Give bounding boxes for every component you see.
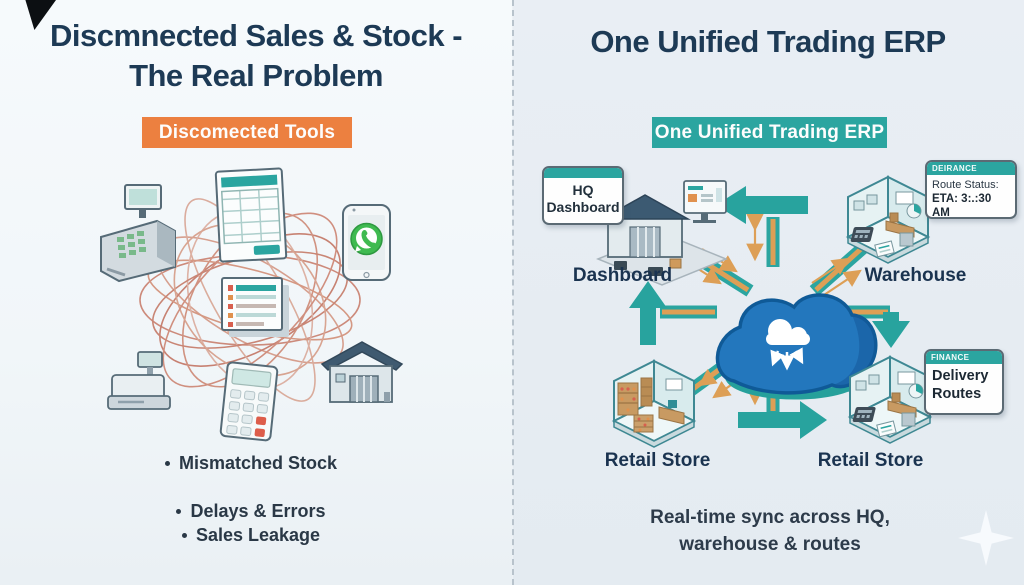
right-panel-unified <box>513 0 1024 585</box>
right-badge-label: One Unified Trading ERP <box>654 121 885 143</box>
disconnected-tools-badge: Discomected Tools <box>142 117 352 148</box>
caption-line1: Real-time sync across HQ, <box>650 507 890 528</box>
whatsapp-icon <box>350 222 383 256</box>
cloud-glyph <box>766 319 810 345</box>
left-title-line1: Discmnected Sales & Stock - <box>49 18 463 53</box>
route-status-card: DEIRANCE Route Status: ETA: 3:.:30 AM <box>925 160 1017 219</box>
sync-caption: Real-time sync across HQ, warehouse & ro… <box>612 504 928 558</box>
dashboard-node-label: Dashboard <box>572 265 673 286</box>
spreadsheet-document-icon <box>214 167 288 263</box>
delivery-routes-card: FINANCE Delivery Routes <box>924 349 1004 415</box>
calculator-icon <box>219 361 279 442</box>
retail-store-icon-right <box>849 356 931 444</box>
left-badge-label: Discomected Tools <box>158 121 336 143</box>
warehouse-building-icon <box>320 341 404 403</box>
unified-erp-badge: One Unified Trading ERP <box>652 117 887 148</box>
finance-card-header: FINANCE <box>926 351 1002 364</box>
retail-store-icon-left <box>613 360 695 448</box>
cash-register-icon <box>107 351 171 410</box>
pos-terminal-icon <box>100 184 176 283</box>
arrow-up-icon <box>629 281 667 345</box>
arrow-down-icon <box>872 312 910 348</box>
problem-bullet-list: Mismatched Stock Delays & Errors Sales L… <box>96 452 406 547</box>
left-title-line2: The Real Problem <box>129 58 383 93</box>
ledger-notebook-icon <box>221 277 289 337</box>
list-item: Delays & Errors <box>176 500 326 523</box>
bullet-dot <box>176 509 182 514</box>
arrow-right-icon <box>738 401 827 439</box>
bullet-text: Delays & Errors <box>190 501 326 521</box>
hq-dashboard-card: HQ Dashboard <box>542 166 624 225</box>
retail-store-left-label: Retail Store <box>604 450 711 471</box>
sync-direction-arrows <box>629 186 910 439</box>
bullet-text: Mismatched Stock <box>178 453 338 473</box>
card-header-strip <box>544 168 622 178</box>
bullet-text: Sales Leakage <box>195 525 321 545</box>
cloud-sync-icon <box>715 293 878 395</box>
bullet-dot <box>164 461 170 466</box>
arrow-left-icon <box>716 186 808 224</box>
bullet-dot <box>181 533 187 538</box>
route-card-header: DEIRANCE <box>927 162 1015 175</box>
right-title-text: One Unified Trading ERP <box>590 24 946 59</box>
retail-store-right-label: Retail Store <box>817 450 924 471</box>
disconnected-tools-illustration <box>100 167 404 442</box>
list-item: Sales Leakage <box>181 524 321 547</box>
right-title: One Unified Trading ERP <box>512 22 1024 62</box>
left-title: Discmnected Sales & Stock - The Real Pro… <box>0 16 512 96</box>
warehouse-node-label: Warehouse <box>864 265 967 286</box>
whatsapp-phone-icon <box>342 204 391 281</box>
list-item: Mismatched Stock <box>164 452 338 475</box>
finance-card-line2: Routes <box>932 386 982 402</box>
route-eta-line: ETA: 3:.:30 AM <box>932 193 992 219</box>
hq-card-line1: HQ <box>572 181 594 198</box>
route-status-line: Route Status: <box>932 179 999 191</box>
hq-card-line2: Dashboard <box>546 198 620 215</box>
dashboard-screen-icon <box>683 180 727 223</box>
caption-line2: warehouse & routes <box>679 534 861 555</box>
panel-divider <box>512 0 514 585</box>
finance-card-line1: Delivery <box>932 368 989 384</box>
